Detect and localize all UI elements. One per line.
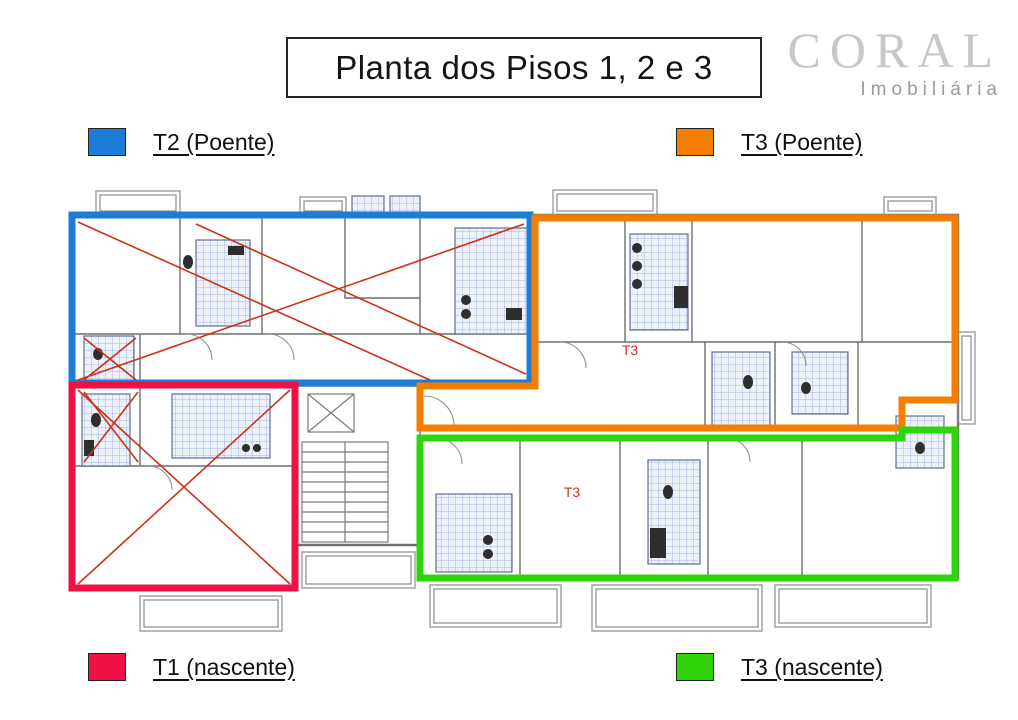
legend-swatch-rect — [88, 653, 126, 681]
unit-outline-t1-nascente — [68, 381, 299, 592]
unit-outline-t3-poente — [416, 214, 959, 432]
legend-t3-nascente: T3 (nascente) — [676, 653, 883, 681]
legend-t3-poente: T3 (Poente) — [676, 128, 862, 156]
legend-t1-nascente: T1 (nascente) — [88, 653, 295, 681]
unit-outline-t3-nascente — [416, 426, 959, 582]
legend-swatch-t1-nascente — [88, 653, 126, 681]
plan-title: Planta dos Pisos 1, 2 e 3 — [335, 48, 713, 86]
stairs — [301, 441, 389, 543]
legend-swatch-t2-poente — [88, 128, 126, 156]
elevator — [307, 393, 355, 433]
fixtures-group — [84, 243, 925, 559]
balconies-group — [95, 189, 976, 632]
plan-title-box: Planta dos Pisos 1, 2 e 3 — [286, 37, 762, 98]
legend-label-t3-poente: T3 (Poente) — [741, 128, 863, 155]
sold-cross-lines — [77, 221, 527, 585]
door-arcs-group — [147, 333, 807, 491]
legend-swatch-t3-poente — [676, 128, 714, 156]
legend-label-t2-poente: T2 (Poente) — [153, 128, 275, 155]
tiled-areas-group — [81, 195, 945, 573]
unit-label-t3-upper: T3 — [622, 342, 639, 358]
unit-labels: T3 T3 — [564, 342, 639, 500]
legend-label-t1-nascente: T1 (nascente) — [153, 653, 295, 680]
legend-swatch-rect — [676, 653, 714, 681]
legend-swatch-rect — [676, 128, 714, 156]
brand-logo: CORAL Imobiliária — [788, 24, 1002, 101]
legend-label-t3-nascente: T3 (nascente) — [741, 653, 883, 680]
legend-t2-poente: T2 (Poente) — [88, 128, 274, 156]
legend-swatch-rect — [88, 128, 126, 156]
unit-label-t3-lower: T3 — [564, 484, 581, 500]
legend-swatch-t3-nascente — [676, 653, 714, 681]
brand-subtitle: Imobiliária — [860, 78, 1002, 100]
brand-name: CORAL — [787, 22, 1002, 78]
